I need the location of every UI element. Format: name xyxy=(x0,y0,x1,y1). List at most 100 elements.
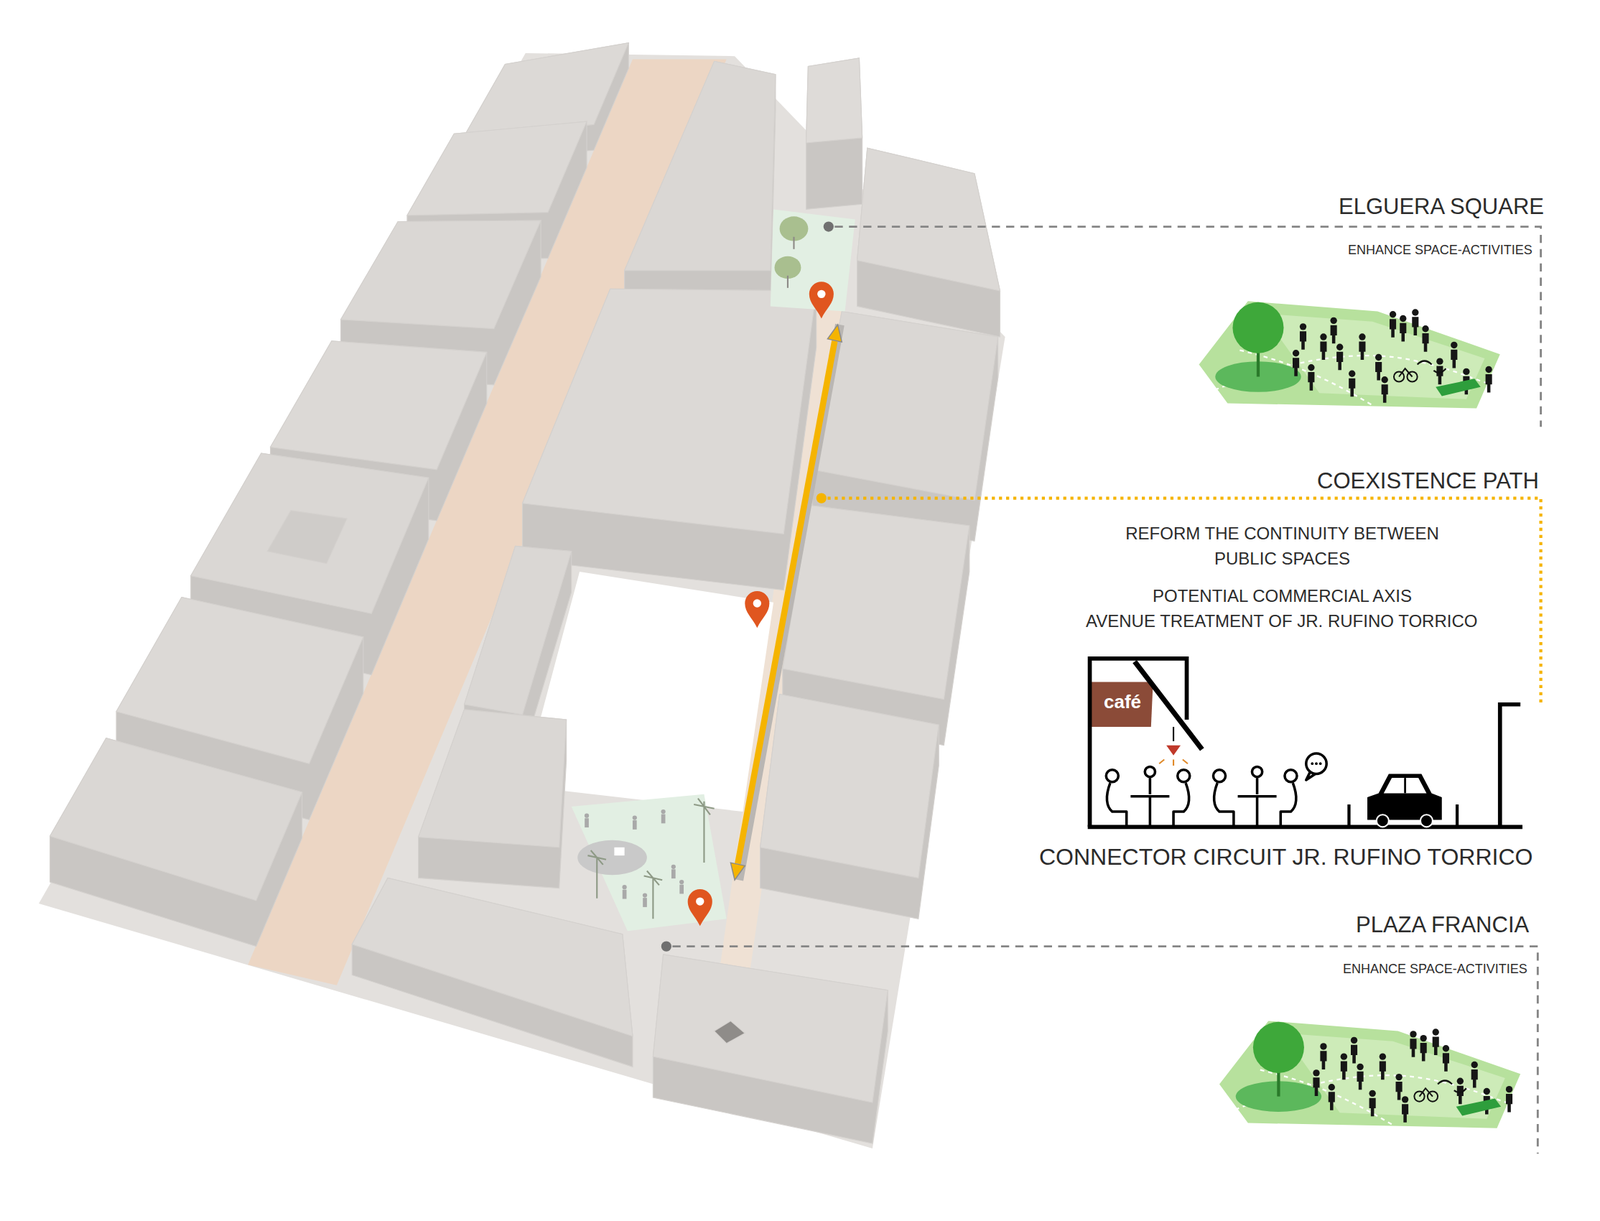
street-section-part xyxy=(1367,773,1443,820)
building-blocks-part xyxy=(116,597,364,765)
callout-label: ENHANCE SPACE-ACTIVITIES xyxy=(1342,961,1528,977)
leader-lines-part xyxy=(816,493,827,504)
street-section-part-part xyxy=(1106,782,1127,827)
street-section-part xyxy=(1310,761,1322,765)
building-blocks-part xyxy=(624,61,776,271)
street-section-part-part xyxy=(1238,796,1277,828)
building-blocks-part xyxy=(418,709,567,848)
street-section-part xyxy=(1105,753,1327,827)
green-squares-part-part xyxy=(587,850,607,899)
street-section-part-part xyxy=(1306,753,1327,774)
callout-label: COEXISTENCE PATH xyxy=(1317,468,1539,495)
building-blocks-part xyxy=(463,43,629,138)
map-pins-part xyxy=(744,591,770,628)
coexistence-arrow-part xyxy=(827,324,842,342)
leader-lines-part xyxy=(823,221,834,232)
street-section-part xyxy=(1172,726,1175,742)
callout-label: café xyxy=(1103,690,1142,713)
building-blocks-part xyxy=(341,220,542,329)
green-squares-part xyxy=(671,864,676,879)
building-blocks-part xyxy=(624,61,776,306)
street-section-part-part xyxy=(1212,769,1226,783)
building-blocks-part xyxy=(191,453,429,614)
callout-label: ENHANCE SPACE-ACTIVITIES xyxy=(1347,242,1533,258)
building-blocks-part xyxy=(270,341,487,470)
map-pins-part xyxy=(695,896,704,905)
building-blocks-part xyxy=(806,58,863,143)
street-section-part xyxy=(1090,681,1154,727)
callout-label: POTENTIAL COMMERCIAL AXIS xyxy=(1152,585,1412,607)
building-blocks-part xyxy=(522,288,817,590)
building-blocks-part xyxy=(652,954,888,1103)
callout-label: REFORM THE CONTINUITY BETWEEN PUBLIC SPA… xyxy=(1107,520,1458,571)
street-section-part-part xyxy=(1105,769,1119,783)
leader-lines xyxy=(661,221,1542,1154)
street-section-part-part xyxy=(1144,766,1155,777)
map-pins-part xyxy=(817,290,826,299)
green-squares-part-part xyxy=(693,798,714,864)
coexistence-arrow-part xyxy=(730,862,745,880)
building-blocks-part xyxy=(782,505,970,700)
leader-lines-part xyxy=(827,498,1541,703)
green-squares-part xyxy=(614,847,625,856)
green-squares-part xyxy=(787,275,789,288)
building-blocks-part xyxy=(857,147,1001,337)
map-pins-part xyxy=(687,889,713,926)
building-blocks-part xyxy=(760,694,940,879)
green-squares-part xyxy=(577,840,648,875)
callout-label: AVENUE TREATMENT OF JR. RUFINO TORRICO xyxy=(1085,611,1478,632)
street-section-part-part xyxy=(1314,761,1318,765)
street-section-part xyxy=(1383,777,1427,793)
building-blocks-part xyxy=(267,510,347,564)
green-squares-part xyxy=(792,236,795,250)
street-section-part xyxy=(1134,661,1203,750)
street-section-part xyxy=(1090,658,1188,828)
green-squares-part xyxy=(679,879,684,894)
park-pictogram-part xyxy=(1199,300,1501,408)
ground xyxy=(38,53,1006,1149)
building-blocks-part xyxy=(407,121,587,216)
building-blocks-part xyxy=(812,311,999,501)
ground-part xyxy=(38,53,1006,1149)
green-squares-part xyxy=(660,809,665,823)
green-squares-part xyxy=(642,892,648,907)
leader-lines-part xyxy=(834,226,1541,428)
street-section-part xyxy=(1455,804,1459,827)
building-blocks xyxy=(50,43,1001,1144)
leader-lines-part xyxy=(661,941,672,952)
green-squares xyxy=(571,208,856,931)
building-blocks-part xyxy=(857,147,1001,291)
building-blocks-part xyxy=(351,877,633,1067)
building-blocks-part xyxy=(418,709,567,889)
green-squares-part xyxy=(632,815,637,829)
street-section-part xyxy=(1347,804,1351,827)
street-section-part-part xyxy=(1149,777,1152,795)
leader-lines-part xyxy=(672,946,1538,1155)
street-section xyxy=(1087,658,1523,828)
street-section-part-part xyxy=(1173,782,1190,827)
street-section-part-part xyxy=(1130,796,1170,828)
building-blocks-part xyxy=(464,545,572,715)
map-pins xyxy=(687,281,834,926)
street-section-part xyxy=(1159,759,1188,767)
coexistence-arrow xyxy=(730,324,842,880)
park-pictogram-part xyxy=(1219,1020,1521,1128)
green-squares-part xyxy=(584,813,589,828)
street-section-part xyxy=(1403,777,1407,793)
street-section-part-part xyxy=(1284,769,1297,783)
building-blocks-part xyxy=(351,877,633,1036)
street-section-part-part xyxy=(1177,769,1190,783)
street-section-part xyxy=(1420,814,1433,827)
building-blocks-part xyxy=(714,1020,746,1043)
street-section-part-part xyxy=(1319,761,1323,765)
street-section-part xyxy=(1500,704,1521,828)
street-section-part xyxy=(1376,814,1389,827)
park-pictogram xyxy=(1199,300,1522,1128)
building-blocks-part xyxy=(806,58,863,209)
coexistence-arrow-part xyxy=(737,341,835,864)
callout-label: CONNECTOR CIRCUIT JR. RUFINO TORRICO xyxy=(1039,843,1533,871)
callout-label: ELGUERA SQUARE xyxy=(1338,193,1544,220)
callout-label: PLAZA FRANCIA xyxy=(1355,912,1529,938)
